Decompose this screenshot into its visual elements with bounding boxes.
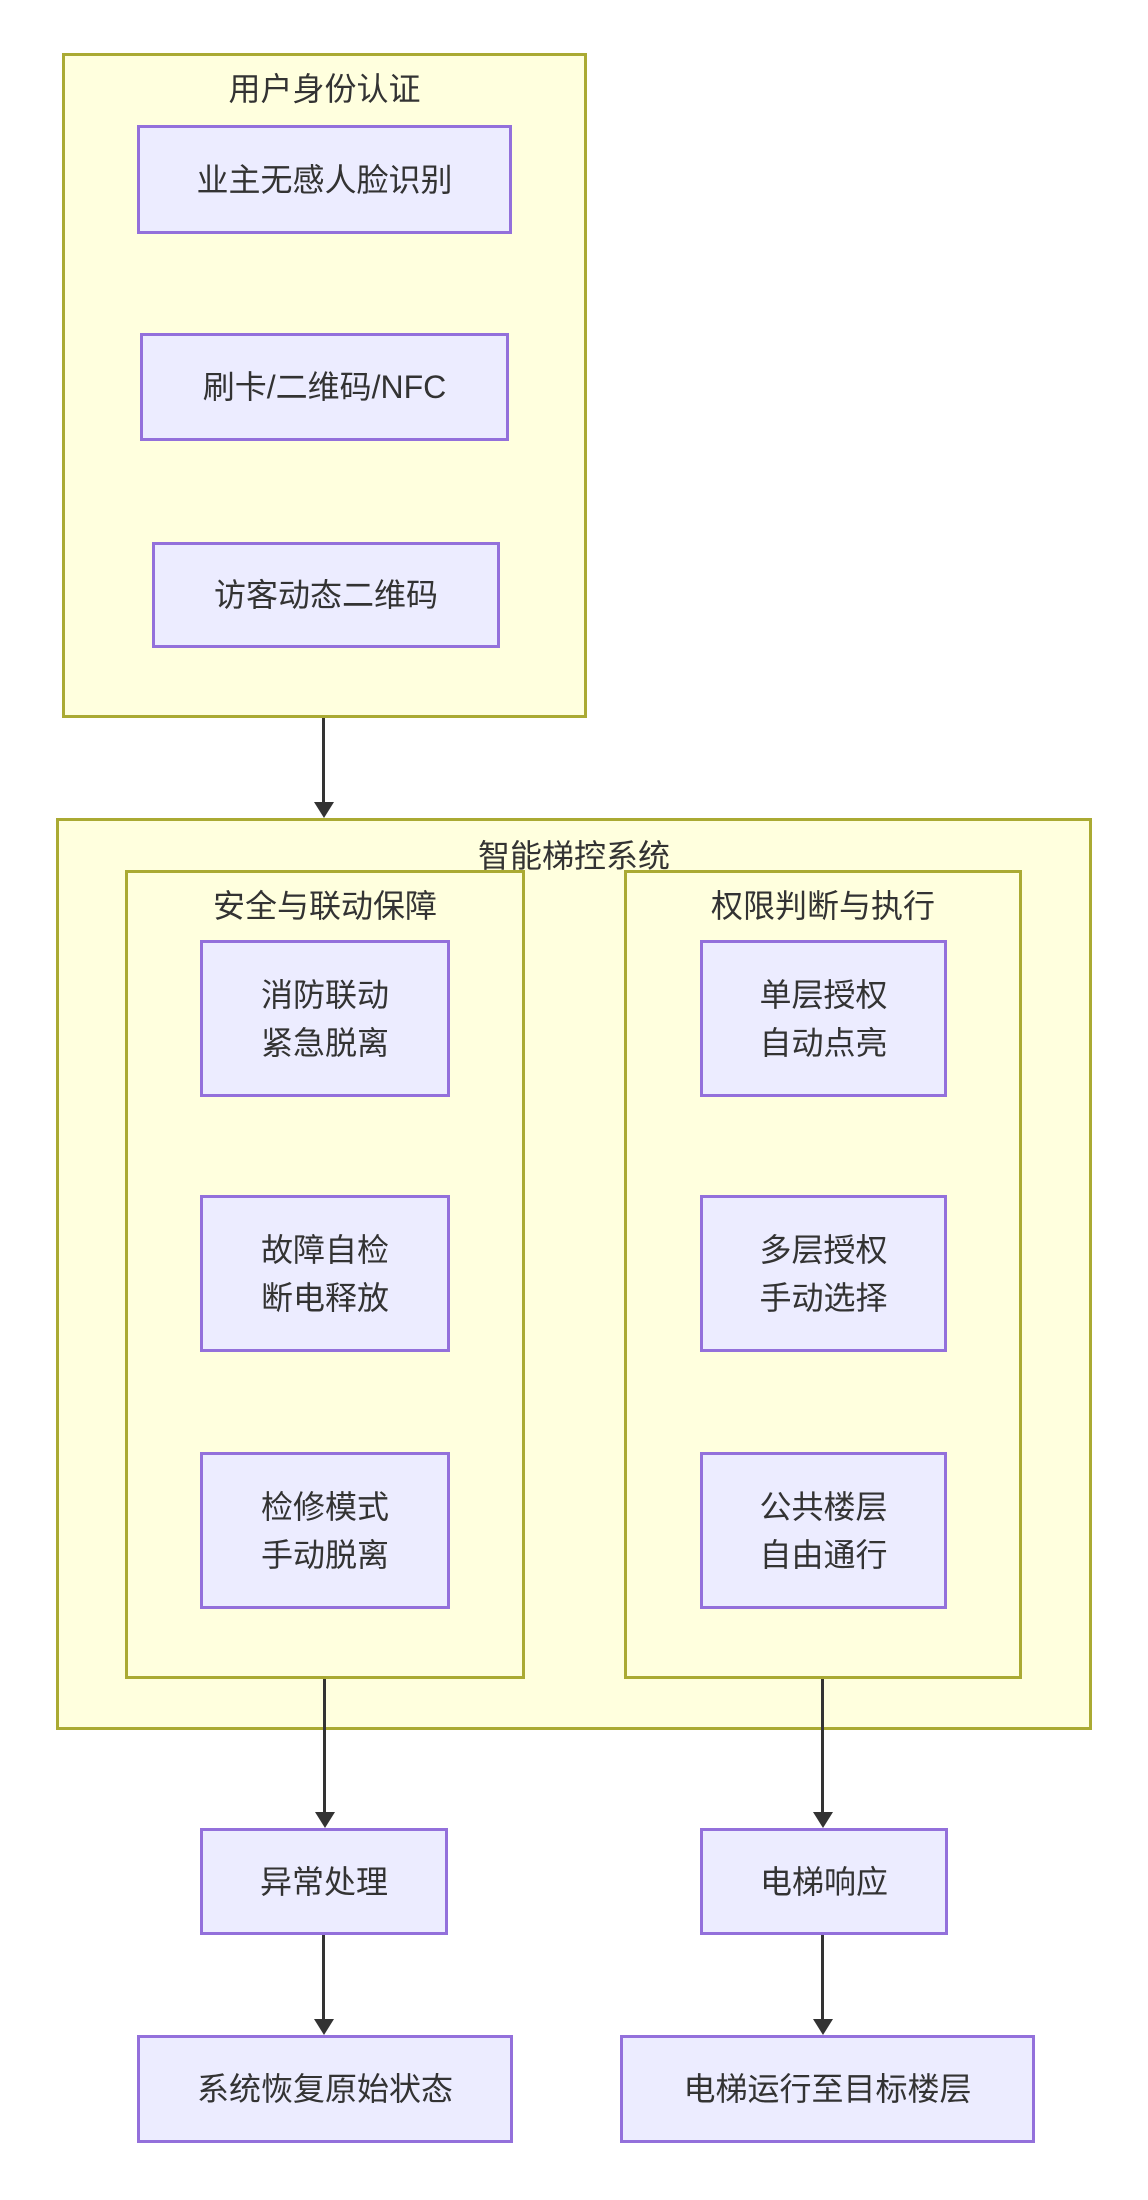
node-visitor-qr: 访客动态二维码 <box>152 542 500 648</box>
node-public-floor-line2: 自由通行 <box>759 1536 888 1573</box>
node-exception-handling: 异常处理 <box>200 1828 448 1935</box>
node-exception-handling-label: 异常处理 <box>259 1863 388 1900</box>
node-elevator-run-target-label: 电梯运行至目标楼层 <box>683 2071 972 2107</box>
edge-response-to-run-arrowhead-icon <box>813 2019 833 2035</box>
node-elevator-response-label: 电梯响应 <box>759 1863 888 1900</box>
node-multi-floor-auth-line1: 多层授权 <box>759 1231 888 1268</box>
node-fire-linkage-line2: 紧急脱离 <box>260 1024 389 1061</box>
node-maintenance-mode-line2: 手动脱离 <box>260 1536 389 1573</box>
node-single-floor-auth-line1: 单层授权 <box>759 976 888 1013</box>
node-system-restore: 系统恢复原始状态 <box>137 2035 513 2143</box>
node-card-qr-nfc: 刷卡/二维码/NFC <box>140 333 509 441</box>
node-maintenance-mode-line1: 检修模式 <box>260 1488 389 1525</box>
cluster-safety-linkage-title: 安全与联动保障 <box>212 888 437 924</box>
cluster-elevator-system-title: 智能梯控系统 <box>477 838 670 874</box>
edge-response-to-run-line <box>821 1935 824 2021</box>
node-fault-selfcheck-line1: 故障自检 <box>260 1231 389 1268</box>
node-elevator-response: 电梯响应 <box>700 1828 948 1935</box>
node-face-recognition: 业主无感人脸识别 <box>137 125 512 234</box>
edge-permission-to-response-line <box>821 1679 824 1814</box>
edge-auth-to-system-arrowhead-icon <box>314 802 334 818</box>
node-system-restore-label: 系统恢复原始状态 <box>196 2071 453 2107</box>
node-fire-linkage-line1: 消防联动 <box>260 976 389 1013</box>
node-fault-selfcheck: 故障自检 断电释放 <box>200 1195 450 1352</box>
edge-exception-to-restore-arrowhead-icon <box>314 2019 334 2035</box>
node-public-floor: 公共楼层 自由通行 <box>700 1452 947 1609</box>
edge-safety-to-exception-line <box>323 1679 326 1814</box>
node-maintenance-mode: 检修模式 手动脱离 <box>200 1452 450 1609</box>
node-single-floor-auth-line2: 自动点亮 <box>759 1024 888 1061</box>
edge-exception-to-restore-line <box>322 1935 325 2021</box>
node-public-floor-line1: 公共楼层 <box>759 1488 888 1525</box>
node-single-floor-auth: 单层授权 自动点亮 <box>700 940 947 1097</box>
edge-auth-to-system-line <box>322 718 325 804</box>
node-multi-floor-auth-line2: 手动选择 <box>759 1279 888 1316</box>
node-multi-floor-auth: 多层授权 手动选择 <box>700 1195 947 1352</box>
cluster-user-auth-title: 用户身份认证 <box>228 71 421 107</box>
edge-safety-to-exception-arrowhead-icon <box>315 1812 335 1828</box>
edge-permission-to-response-arrowhead-icon <box>813 1812 833 1828</box>
node-fire-linkage: 消防联动 紧急脱离 <box>200 940 450 1097</box>
cluster-permission-exec-title: 权限判断与执行 <box>710 888 935 924</box>
node-fault-selfcheck-line2: 断电释放 <box>260 1279 389 1316</box>
node-card-qr-nfc-label: 刷卡/二维码/NFC <box>202 369 447 405</box>
node-elevator-run-target: 电梯运行至目标楼层 <box>620 2035 1035 2143</box>
node-face-recognition-label: 业主无感人脸识别 <box>196 161 453 198</box>
node-visitor-qr-label: 访客动态二维码 <box>213 577 438 613</box>
